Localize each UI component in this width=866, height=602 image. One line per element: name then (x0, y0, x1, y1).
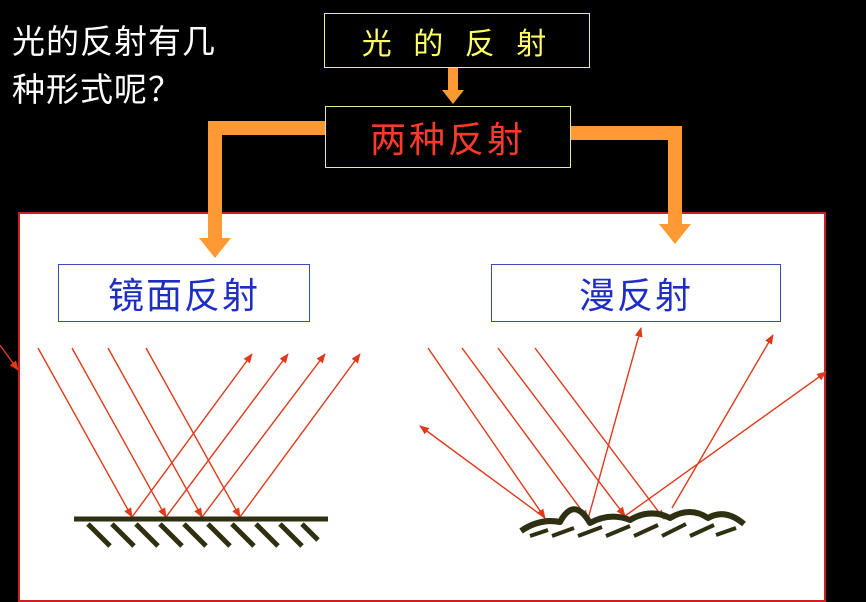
light-reflection-title-box: 光 的 反 射 (324, 13, 590, 68)
light-ray-icon (239, 353, 361, 518)
specular-reflection-label: 镜面反射 (107, 276, 260, 317)
light-ray-icon (461, 347, 589, 520)
specular-reflection-box: 镜面反射 (58, 264, 310, 322)
diffuse-incident-rays (427, 347, 665, 520)
two-reflections-box: 两种反射 (325, 106, 571, 168)
light-ray-icon (107, 347, 203, 518)
light-ray-icon (624, 371, 827, 517)
elbow-arrow-icon (199, 121, 325, 258)
specular-reflected-rays (131, 353, 361, 518)
light-ray-icon (0, 344, 19, 371)
mirror-surface-icon (74, 516, 328, 548)
light-ray-icon (145, 347, 241, 518)
diffuse-reflected-rays (419, 327, 827, 520)
light-ray-icon (534, 347, 665, 520)
down-arrow-icon (442, 68, 464, 104)
light-ray-icon (165, 353, 289, 518)
light-ray-icon (37, 347, 133, 518)
specular-incident-rays (0, 344, 241, 518)
question-line-1: 光的反射有几 (12, 22, 216, 61)
light-ray-icon (71, 347, 167, 518)
diffuse-reflection-box: 漫反射 (491, 264, 781, 322)
two-reflections-label: 两种反射 (369, 120, 526, 161)
light-reflection-title: 光 的 反 射 (361, 26, 553, 62)
rough-surface-icon (519, 506, 746, 538)
light-ray-icon (671, 334, 774, 509)
light-ray-icon (587, 327, 643, 520)
light-ray-icon (427, 347, 546, 519)
elbow-arrow-icon (571, 126, 691, 244)
light-ray-icon (419, 425, 546, 519)
question-text: 光的反射有几 种形式呢？ (12, 18, 216, 114)
diffuse-reflection-label: 漫反射 (578, 276, 693, 317)
light-ray-icon (497, 347, 626, 517)
light-ray-icon (201, 353, 326, 518)
light-ray-icon (131, 353, 253, 518)
question-line-2: 种形式呢？ (12, 70, 182, 109)
